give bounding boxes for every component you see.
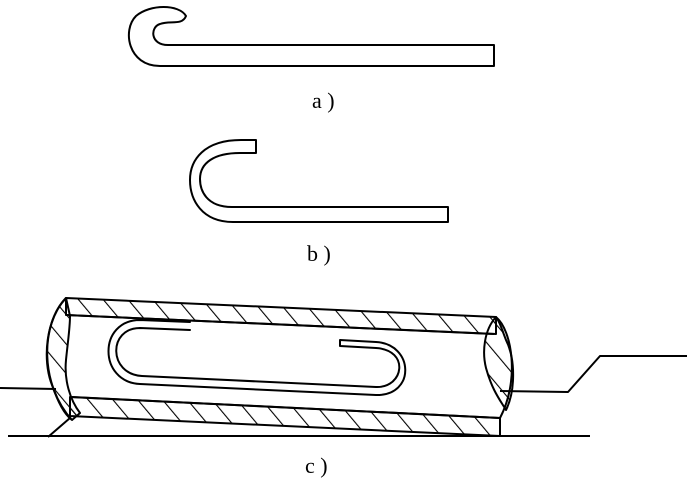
hook-strip-outline — [189, 139, 449, 223]
hook-strip — [189, 139, 449, 223]
pipe-inner-bottom-line — [71, 396, 501, 419]
caption-a: a ) — [312, 88, 335, 113]
strip-with-spiral-curl — [127, 6, 495, 67]
pipe-inner-top-line — [65, 314, 495, 335]
pipe-right-end-cut — [483, 316, 515, 411]
pipe-bottom-wall — [69, 396, 501, 437]
right-lead-line — [499, 355, 687, 393]
caption-c: c ) — [305, 453, 328, 478]
pipe-right-end-outline — [495, 316, 513, 419]
caption-b: b ) — [307, 241, 331, 266]
left-lead-line — [0, 387, 57, 390]
pipe-left-end-outline — [46, 297, 73, 421]
spiral-strip-outline — [127, 6, 495, 67]
pipe-assembly — [0, 297, 687, 438]
left-support-line — [47, 417, 71, 438]
inner-clip — [107, 319, 407, 397]
